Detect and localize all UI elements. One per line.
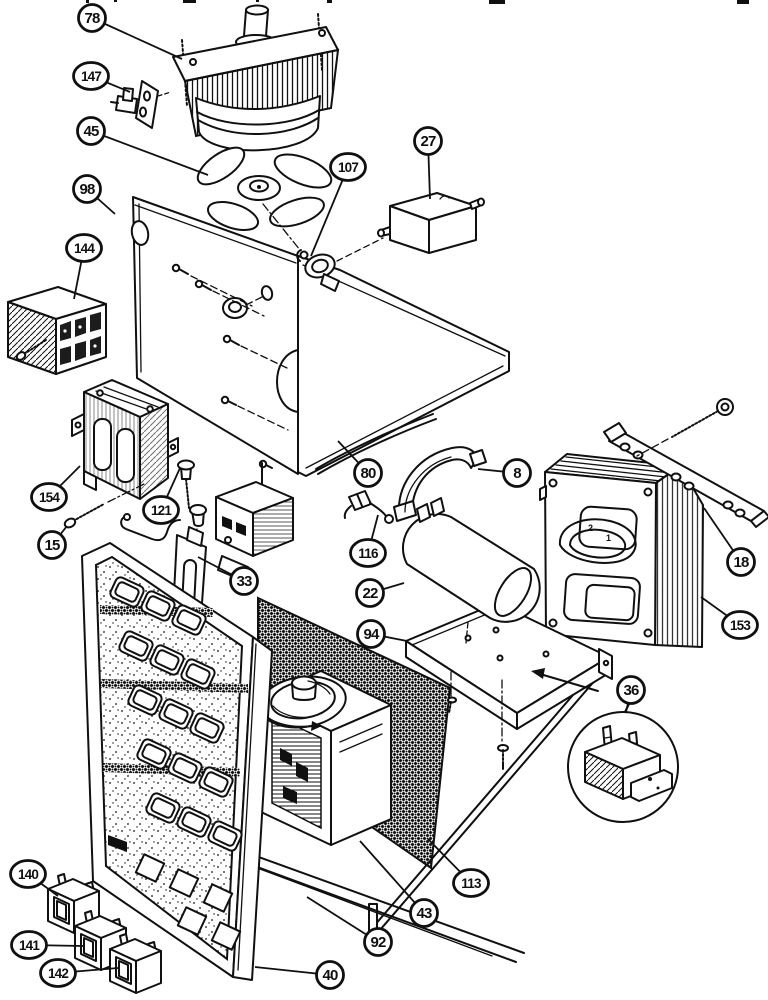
callout-36: 36 <box>616 675 646 705</box>
svg-text:33: 33 <box>236 573 252 590</box>
motor-mount-bracket <box>110 80 172 129</box>
pcb-assembly <box>259 670 392 846</box>
svg-text:22: 22 <box>362 585 378 602</box>
svg-text:154: 154 <box>39 490 60 505</box>
magnetron-marking-1: 1 <box>606 533 611 543</box>
svg-text:92: 92 <box>370 934 386 951</box>
plate-screws <box>447 671 509 770</box>
callout-141: 141 <box>10 930 48 960</box>
cable-clamp <box>296 237 384 292</box>
callout-153: 153 <box>721 610 759 640</box>
mounting-screw-15 <box>63 482 147 529</box>
callout-45: 45 <box>76 116 106 146</box>
control-panel <box>81 542 273 981</box>
svg-text:45: 45 <box>83 123 99 140</box>
callout-18: 18 <box>726 547 756 577</box>
callout-92: 92 <box>363 927 393 957</box>
svg-text:141: 141 <box>19 938 40 953</box>
magnetron-mount-strap <box>603 422 768 528</box>
svg-text:121: 121 <box>151 503 172 518</box>
svg-text:40: 40 <box>322 967 338 984</box>
svg-text:113: 113 <box>461 876 482 891</box>
blower-fan <box>259 675 347 731</box>
svg-text:94: 94 <box>363 626 380 643</box>
magnetron-marking-2: 2 <box>588 523 593 533</box>
latch-lever <box>120 513 181 542</box>
callout-33: 33 <box>229 566 259 596</box>
fan-motor-assembly <box>172 4 340 152</box>
callout-121: 121 <box>142 495 180 525</box>
callout-94: 94 <box>356 619 386 649</box>
mount-bolt <box>636 398 734 457</box>
fan-blade <box>196 146 333 251</box>
leader-line-43 <box>359 840 425 914</box>
bushing <box>189 504 207 547</box>
callout-27: 27 <box>413 126 443 156</box>
callout-43: 43 <box>409 898 439 928</box>
ht-transformer <box>71 379 179 500</box>
relay-detail <box>567 703 679 823</box>
callout-78: 78 <box>77 3 107 33</box>
timer-motor <box>215 462 294 582</box>
callout-144: 144 <box>65 233 103 263</box>
svg-text:18: 18 <box>733 554 749 571</box>
noise-filter <box>377 192 485 254</box>
terminal-block <box>7 286 107 375</box>
base-frame-rail-front <box>237 850 525 963</box>
callout-113: 113 <box>452 868 490 898</box>
panel-assembly-screws <box>171 263 289 469</box>
svg-text:144: 144 <box>74 241 95 256</box>
svg-text:27: 27 <box>420 133 436 150</box>
interlock-switch-monitor <box>109 933 162 994</box>
callout-balloons: 78 147 45 98 144 107 27 154 15 121 33 80 116 22 8 18 153… <box>9 3 759 990</box>
base-plate <box>405 602 613 770</box>
svg-text:107: 107 <box>338 160 358 175</box>
callout-8: 8 <box>502 458 532 488</box>
keypad-buttons <box>109 576 243 852</box>
svg-text:140: 140 <box>18 867 38 882</box>
callout-22: 22 <box>355 578 385 608</box>
callout-40: 40 <box>315 960 345 990</box>
svg-text:147: 147 <box>81 69 101 84</box>
leader-line-78 <box>91 17 183 60</box>
wire-harness <box>315 413 437 475</box>
callout-15: 15 <box>37 530 67 560</box>
callout-116: 116 <box>349 538 387 568</box>
svg-text:43: 43 <box>416 905 432 922</box>
svg-text:36: 36 <box>623 682 639 699</box>
scan-artifacts <box>86 0 749 4</box>
capacitor-bracket <box>393 446 487 522</box>
magnetron: 2 1 <box>539 453 704 648</box>
shoulder-screw-121 <box>177 459 195 509</box>
leader-line-107 <box>310 166 349 257</box>
callout-147: 147 <box>72 61 110 91</box>
svg-text:80: 80 <box>360 465 376 482</box>
hv-capacitor <box>402 497 541 644</box>
callout-142: 142 <box>39 958 77 988</box>
svg-text:8: 8 <box>513 465 521 482</box>
svg-text:116: 116 <box>358 546 379 561</box>
callout-154: 154 <box>30 482 68 512</box>
svg-text:142: 142 <box>48 966 68 981</box>
callout-98: 98 <box>72 174 102 204</box>
svg-text:153: 153 <box>730 618 751 633</box>
leader-line-45 <box>90 130 209 176</box>
callout-107: 107 <box>329 152 367 182</box>
svg-text:15: 15 <box>44 537 60 554</box>
hv-diode <box>343 490 394 524</box>
assembly-arrow <box>531 668 599 692</box>
svg-text:98: 98 <box>79 181 95 198</box>
callout-140: 140 <box>9 859 47 889</box>
callout-80: 80 <box>353 458 383 488</box>
vent-holes <box>134 853 242 951</box>
mounting-panel <box>130 196 510 477</box>
svg-text:78: 78 <box>84 10 100 27</box>
